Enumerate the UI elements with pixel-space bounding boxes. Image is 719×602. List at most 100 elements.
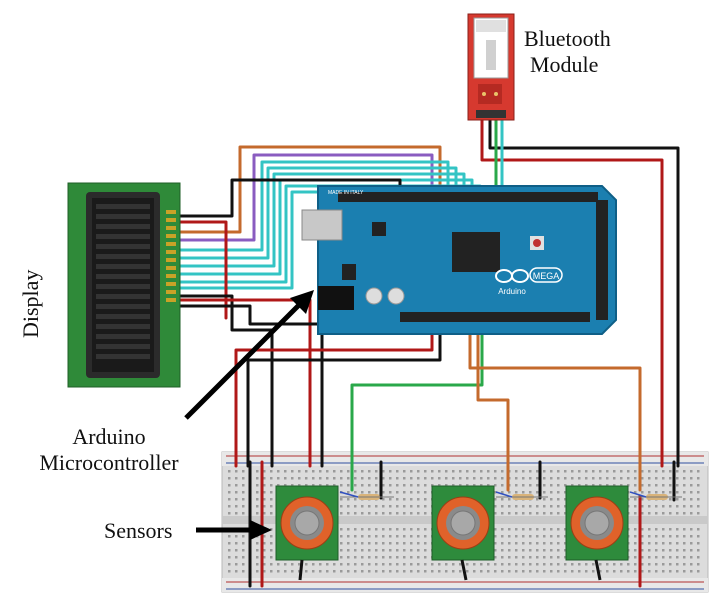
breadboard-hole xyxy=(361,512,364,515)
breadboard-hole xyxy=(368,556,371,559)
breadboard-hole xyxy=(410,505,413,508)
breadboard-hole xyxy=(361,470,364,473)
breadboard-hole xyxy=(592,484,595,487)
breadboard-hole xyxy=(228,549,231,552)
breadboard-hole xyxy=(690,535,693,538)
breadboard-hole xyxy=(641,570,644,573)
breadboard-hole xyxy=(319,477,322,480)
breadboard-hole xyxy=(326,477,329,480)
arduino-logo-icon xyxy=(495,267,563,283)
breadboard-hole xyxy=(340,563,343,566)
breadboard-hole xyxy=(557,549,560,552)
breadboard-hole xyxy=(494,563,497,566)
breadboard-hole xyxy=(529,570,532,573)
breadboard-hole xyxy=(494,484,497,487)
breadboard-hole xyxy=(487,470,490,473)
breadboard-hole xyxy=(536,498,539,501)
breadboard-hole xyxy=(543,505,546,508)
breadboard-hole xyxy=(410,491,413,494)
breadboard-hole xyxy=(354,498,357,501)
breadboard-hole xyxy=(410,563,413,566)
breadboard-hole xyxy=(508,556,511,559)
breadboard-hole xyxy=(277,570,280,573)
breadboard-hole xyxy=(557,512,560,515)
breadboard-hole xyxy=(536,484,539,487)
breadboard-hole xyxy=(613,563,616,566)
breadboard-hole xyxy=(417,505,420,508)
breadboard-hole xyxy=(662,528,665,531)
breadboard-hole xyxy=(655,535,658,538)
breadboard-hole xyxy=(340,549,343,552)
breadboard-hole xyxy=(298,563,301,566)
breadboard-hole xyxy=(641,549,644,552)
breadboard-hole xyxy=(277,477,280,480)
breadboard-hole xyxy=(284,570,287,573)
breadboard-hole xyxy=(515,570,518,573)
breadboard-hole xyxy=(550,542,553,545)
breadboard-hole xyxy=(389,542,392,545)
breadboard-hole xyxy=(683,549,686,552)
breadboard-hole xyxy=(333,563,336,566)
breadboard-hole xyxy=(676,484,679,487)
breadboard-hole xyxy=(634,491,637,494)
breadboard-hole xyxy=(326,484,329,487)
breadboard-hole xyxy=(683,484,686,487)
breadboard-hole xyxy=(627,477,630,480)
breadboard-hole xyxy=(501,556,504,559)
breadboard-hole xyxy=(550,556,553,559)
breadboard-hole xyxy=(284,484,287,487)
breadboard-hole xyxy=(564,512,567,515)
breadboard-hole xyxy=(669,505,672,508)
breadboard-hole xyxy=(382,570,385,573)
breadboard-hole xyxy=(641,528,644,531)
breadboard-hole xyxy=(403,549,406,552)
breadboard-hole xyxy=(564,542,567,545)
breadboard-hole xyxy=(508,512,511,515)
breadboard-hole xyxy=(578,477,581,480)
breadboard-hole xyxy=(634,549,637,552)
breadboard-hole xyxy=(228,470,231,473)
breadboard-hole xyxy=(452,470,455,473)
breadboard-hole xyxy=(662,484,665,487)
breadboard-hole xyxy=(256,470,259,473)
breadboard-hole xyxy=(641,484,644,487)
resistor xyxy=(340,494,394,500)
breadboard-hole xyxy=(354,512,357,515)
breadboard-hole xyxy=(347,542,350,545)
breadboard-hole xyxy=(340,535,343,538)
breadboard-hole xyxy=(347,512,350,515)
breadboard-hole xyxy=(403,528,406,531)
breadboard-hole xyxy=(690,512,693,515)
breadboard-hole xyxy=(326,470,329,473)
breadboard-hole xyxy=(277,470,280,473)
breadboard-hole xyxy=(298,477,301,480)
breadboard-hole xyxy=(613,477,616,480)
breadboard-hole xyxy=(697,542,700,545)
breadboard-hole xyxy=(347,549,350,552)
breadboard-hole xyxy=(536,563,539,566)
breadboard-hole xyxy=(410,535,413,538)
breadboard-hole xyxy=(431,570,434,573)
breadboard-hole xyxy=(480,470,483,473)
breadboard-hole xyxy=(648,528,651,531)
breadboard-hole xyxy=(683,556,686,559)
breadboard-hole xyxy=(641,498,644,501)
breadboard-hole xyxy=(473,470,476,473)
breadboard-hole xyxy=(396,542,399,545)
breadboard-hole xyxy=(354,484,357,487)
breadboard-hole xyxy=(501,484,504,487)
breadboard-hole xyxy=(403,484,406,487)
breadboard-hole xyxy=(648,484,651,487)
breadboard-hole xyxy=(662,470,665,473)
breadboard-hole xyxy=(655,505,658,508)
breadboard-hole xyxy=(368,512,371,515)
breadboard-hole xyxy=(508,505,511,508)
breadboard-hole xyxy=(228,570,231,573)
breadboard-hole xyxy=(438,470,441,473)
breadboard-hole xyxy=(669,477,672,480)
breadboard-hole xyxy=(536,542,539,545)
breadboard-hole xyxy=(529,512,532,515)
breadboard-hole xyxy=(452,484,455,487)
breadboard-hole xyxy=(494,528,497,531)
breadboard-hole xyxy=(354,549,357,552)
